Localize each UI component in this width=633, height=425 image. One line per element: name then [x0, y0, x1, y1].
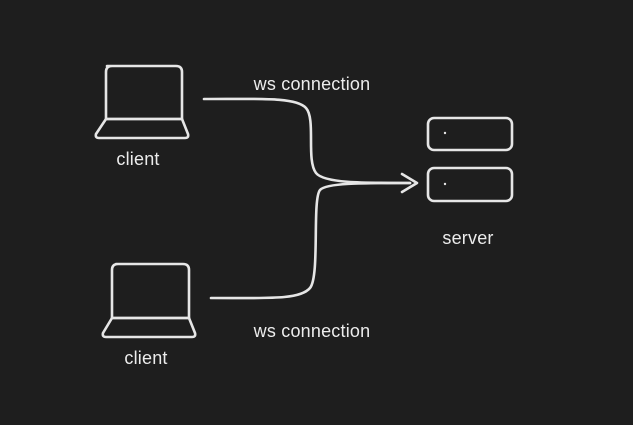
server-led-icon	[443, 131, 447, 135]
server-label: server	[442, 228, 494, 248]
client-bottom-laptop-icon	[101, 262, 197, 339]
client-top-label: client	[116, 149, 160, 169]
ws-connection-bottom-line	[209, 181, 412, 300]
ws-connection-top-line	[202, 97, 412, 185]
server-icon	[426, 116, 514, 203]
ws-connection-bottom-label: ws connection	[253, 321, 371, 341]
server-led-icon	[443, 182, 447, 186]
client-top-laptop-icon	[94, 64, 190, 140]
arrowhead-icon	[400, 172, 419, 194]
client-bottom-label: client	[124, 348, 168, 368]
ws-connection-top-label: ws connection	[253, 74, 371, 94]
